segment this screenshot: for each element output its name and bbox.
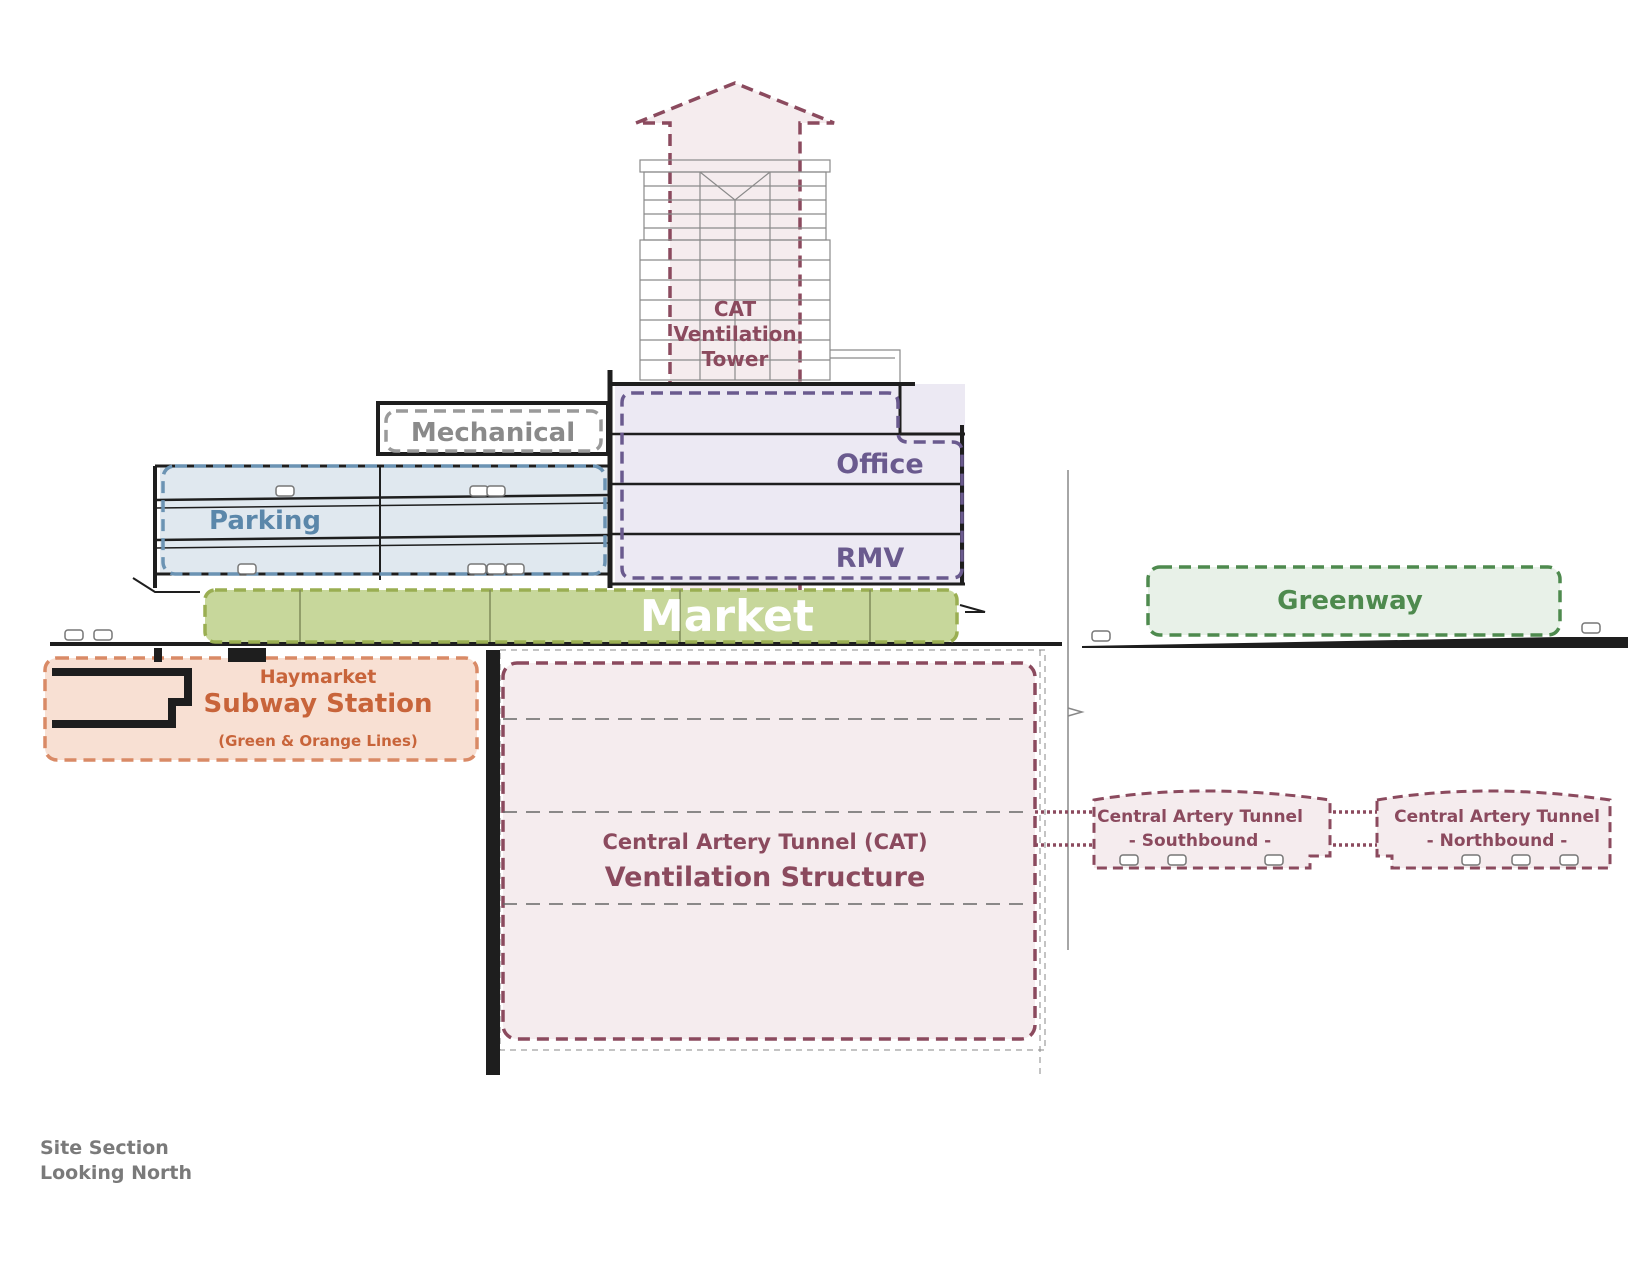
car-icons (64, 485, 1601, 866)
ventilation-tower-facade (639, 159, 901, 384)
tunnel-northbound-label-line1: Central Artery Tunnel (1394, 807, 1600, 827)
office-zone (620, 391, 964, 580)
office-label: Office (836, 449, 923, 480)
greenway-zone (1146, 565, 1562, 637)
caption-line1: Site Section (40, 1137, 169, 1159)
tower-label-line3: Tower (702, 347, 769, 371)
tunnel-northbound-label-line2: - Northbound - (1427, 831, 1568, 851)
subway-label-line1: Haymarket (260, 666, 377, 688)
tower-label-line2: Ventilation (673, 322, 796, 346)
parking-zone (161, 464, 607, 576)
ventilation-structure-label-line2: Ventilation Structure (605, 862, 926, 893)
parking-label: Parking (209, 506, 321, 536)
tower-label-line1: CAT (714, 297, 757, 321)
tunnel-southbound-label-line1: Central Artery Tunnel (1097, 807, 1303, 827)
market-label: Market (640, 591, 814, 642)
subway-station-zone (43, 648, 479, 762)
ventilation-structure-label-line1: Central Artery Tunnel (CAT) (602, 830, 927, 854)
tunnel-connections (1035, 810, 1377, 847)
tunnel-southbound (1092, 789, 1332, 870)
building-structure (50, 370, 1628, 1075)
diagram-caption: Site Section Looking North (40, 1136, 192, 1186)
tunnel-southbound-label-line2: - Southbound - (1129, 831, 1271, 851)
rmv-label: RMV (836, 543, 905, 574)
mechanical-label: Mechanical (411, 418, 575, 448)
subway-label-line2: Subway Station (203, 689, 432, 719)
greenway-label: Greenway (1277, 586, 1423, 616)
mechanical-zone (384, 409, 603, 453)
ventilation-structure (499, 649, 1046, 1075)
caption-line2: Looking North (40, 1162, 193, 1184)
subway-label-line3: (Green & Orange Lines) (218, 732, 418, 750)
market-zone (203, 588, 959, 644)
tunnel-northbound (1375, 789, 1612, 870)
